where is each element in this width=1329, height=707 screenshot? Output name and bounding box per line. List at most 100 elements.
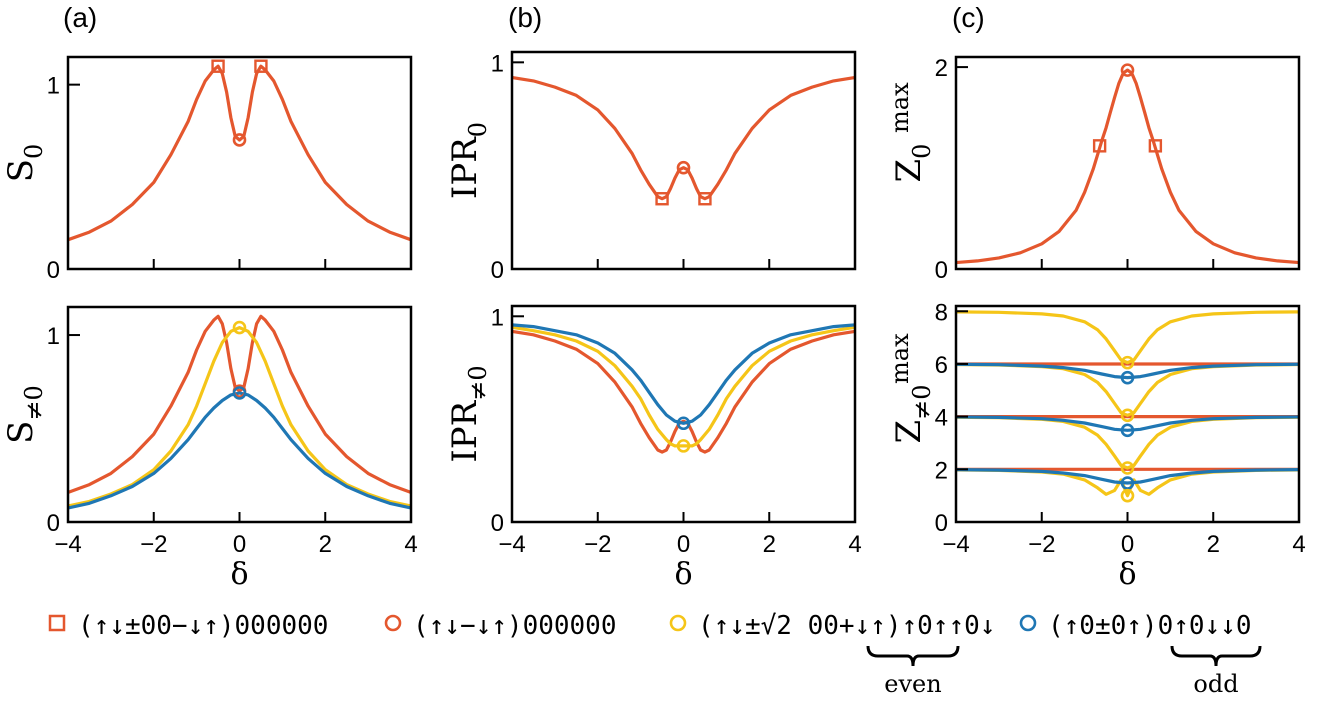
y-axis-label: IPR0 — [445, 122, 492, 199]
y-axis-label-main: IPR — [445, 136, 485, 199]
y-axis-label-sup: max — [886, 333, 914, 384]
y-tick-label-1: 1 — [47, 73, 60, 100]
x-tick-label-1: −2 — [140, 531, 167, 558]
marker-circle-3 — [1120, 423, 1135, 438]
series-line-blue-2 — [512, 323, 855, 425]
legend: (↑↓±00−↓↑)000000 (↑↓−↓↑)000000 (↑↓±√2 00+↓… — [48, 611, 1262, 698]
x-axis-label: δ — [674, 557, 692, 592]
marker-circle-2 — [1120, 408, 1135, 423]
y-axis-label-sub: 0 — [464, 122, 492, 137]
legend-circle-marker — [1019, 614, 1037, 632]
series-line-blue-9 — [956, 468, 1299, 485]
x-tick-label-4: 4 — [404, 531, 417, 558]
x-tick-label-1: −2 — [584, 531, 611, 558]
axes-frame — [66, 55, 413, 271]
y-axis-label-main: Z — [889, 420, 929, 444]
marker-circle-1 — [1120, 370, 1135, 385]
series-line-orange-0 — [68, 64, 411, 242]
panel-letter-1: (b) — [508, 2, 542, 33]
x-tick-label-0: −4 — [54, 531, 81, 558]
series-line-blue-7 — [956, 362, 1299, 380]
y-axis-label: Z0 — [889, 144, 936, 183]
x-tick-label-2: 0 — [233, 531, 246, 558]
y-tick-label-3: 6 — [935, 352, 948, 379]
y-tick-label-0: 0 — [935, 257, 948, 284]
x-tick-label-0: −4 — [942, 531, 969, 558]
x-tick-label-2: 0 — [1121, 531, 1134, 558]
series-line-orange-0 — [68, 314, 411, 495]
y-tick-label-1: 1 — [491, 50, 504, 77]
y-axis-label-sub: ≠0 — [908, 384, 936, 419]
x-tick-label-1: −2 — [1028, 531, 1055, 558]
y-axis-label-main: IPR — [445, 399, 485, 462]
marker-circle-6 — [1120, 488, 1135, 503]
x-tick-label-3: 2 — [319, 531, 332, 558]
marker-square-2 — [1148, 139, 1163, 153]
series-line-blue-2 — [68, 391, 411, 510]
y-axis-label-main: Z — [889, 159, 929, 183]
y-tick-label-1: 1 — [47, 323, 60, 350]
axes-frame — [510, 50, 857, 271]
y-tick-label-0: 0 — [491, 257, 504, 284]
marker-circle-0 — [676, 416, 691, 431]
legend-item-0: (↑↓±00−↓↑)000000 — [48, 611, 328, 641]
legend-label: (↑↓±√2 00+↓↑)↑0↑↑0↓ — [698, 611, 995, 641]
x-tick-label-0: −4 — [498, 531, 525, 558]
marker-circle-1 — [676, 439, 691, 453]
brace-icon — [866, 645, 960, 667]
y-axis-label-sup: max — [886, 82, 914, 133]
x-tick-label-4: 4 — [1292, 531, 1305, 558]
legend-brace-label: even — [884, 670, 941, 698]
legend-label: (↑↓±00−↓↑)000000 — [78, 611, 328, 641]
panel-letter-2: (c) — [952, 2, 985, 33]
marker-square-1 — [254, 59, 268, 73]
marker-circle-0 — [232, 320, 247, 335]
x-axis-label: δ — [1118, 557, 1136, 592]
legend-label: (↑↓−↓↑)000000 — [413, 611, 617, 641]
marker-circle-0 — [1120, 355, 1135, 370]
y-tick-label-1: 2 — [935, 55, 948, 82]
panel-letter-0: (a) — [63, 2, 97, 33]
legend-brace-label: odd — [1193, 670, 1238, 698]
marker-circle-2 — [676, 160, 691, 175]
marker-circle-5 — [1120, 476, 1135, 490]
y-axis-label-sub: ≠0 — [464, 365, 492, 400]
legend-circle-marker — [384, 614, 402, 632]
y-tick-label-0: 0 — [491, 510, 504, 537]
x-tick-label-2: 0 — [677, 531, 690, 558]
brace-icon — [1170, 645, 1262, 667]
series-line-orange-0 — [512, 75, 855, 201]
x-tick-label-3: 2 — [763, 531, 776, 558]
legend-item-2: (↑↓±√2 00+↓↑)↑0↑↑0↓ even — [669, 611, 995, 698]
y-tick-label-0: 0 — [47, 257, 60, 284]
legend-square-marker — [48, 614, 66, 632]
y-axis-label-sub: 0 — [20, 144, 48, 159]
marker-square-1 — [698, 192, 712, 206]
y-axis-label-sub: 0 — [908, 144, 936, 159]
marker-square-0 — [211, 59, 225, 73]
y-axis-label-sub: ≠0 — [20, 385, 48, 420]
x-tick-label-3: 2 — [1207, 531, 1220, 558]
series-line-yellow-3 — [956, 310, 1299, 365]
y-tick-label-1: 2 — [935, 457, 948, 484]
series-line-yellow-1 — [512, 325, 855, 448]
series-line-orange-0 — [512, 329, 855, 454]
series-line-orange-0 — [956, 68, 1299, 265]
y-axis-label: S0 — [1, 144, 48, 183]
y-axis-label-main: S — [1, 421, 41, 444]
series-line-yellow-1 — [68, 326, 411, 508]
y-axis-label-main: S — [1, 159, 41, 182]
y-axis-label: IPR≠0 — [445, 365, 492, 462]
y-axis-label: Z≠0 — [889, 384, 936, 443]
marker-circle-4 — [1120, 461, 1135, 475]
y-tick-label-0: 0 — [935, 510, 948, 537]
axes-frame — [954, 55, 1301, 271]
series-line-blue-8 — [956, 415, 1299, 432]
